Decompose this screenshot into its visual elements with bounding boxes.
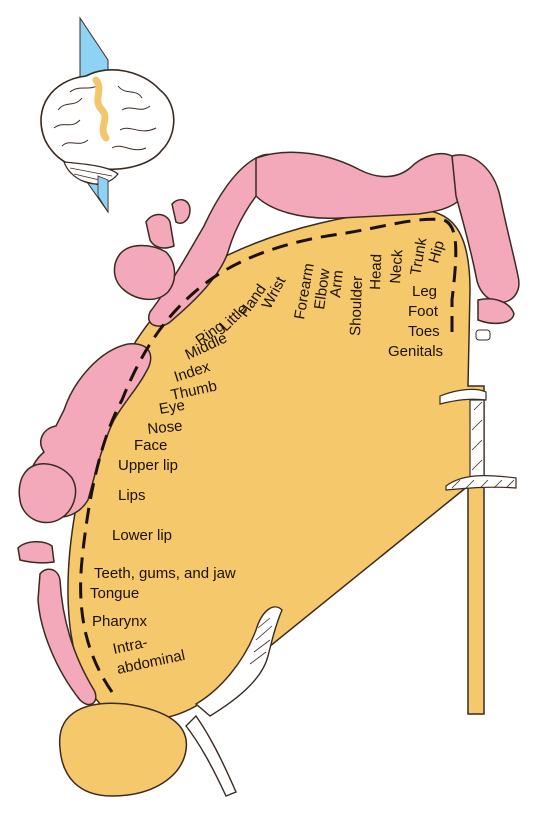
label-teeth-gums-jaw: Teeth, gums, and jaw bbox=[94, 565, 236, 582]
temporal-lobe-section bbox=[58, 702, 188, 797]
label-lips: Lips bbox=[118, 487, 146, 504]
label-upper-lip: Upper lip bbox=[118, 457, 178, 474]
homunculus-tongue-icon bbox=[37, 568, 97, 706]
homunculus-hand-icon bbox=[113, 244, 176, 301]
cortex-section bbox=[67, 209, 485, 721]
ventricle-hatching-icon bbox=[249, 617, 273, 665]
label-head: Head bbox=[367, 254, 385, 290]
label-arm: Arm bbox=[327, 269, 347, 298]
homunculus-trunk-icon bbox=[255, 151, 470, 219]
homunculus-figure bbox=[17, 151, 520, 706]
homunculus-jaw-icon bbox=[17, 541, 55, 564]
label-tongue: Tongue bbox=[90, 585, 139, 602]
label-nose: Nose bbox=[147, 417, 184, 438]
homunculus-thumb-icon bbox=[171, 199, 191, 224]
region-labels: Wrist Hand Little Ring Middle Index Thum… bbox=[90, 236, 448, 678]
homunculus-leg-icon bbox=[451, 154, 520, 303]
postcentral-gyrus-icon bbox=[92, 76, 110, 142]
homunculus-fingers-icon bbox=[145, 213, 175, 249]
ventricle-fissure bbox=[185, 606, 283, 797]
label-leg: Leg bbox=[412, 283, 437, 300]
label-hip: Hip bbox=[426, 239, 449, 265]
homunculus-lips-icon bbox=[18, 463, 77, 524]
label-genitals: Genitals bbox=[388, 343, 443, 360]
brain-inset bbox=[40, 16, 175, 214]
label-eye: Eye bbox=[158, 397, 186, 418]
medial-wall-structure bbox=[439, 388, 517, 491]
plane-lower-icon bbox=[97, 175, 109, 214]
label-neck: Neck bbox=[387, 249, 406, 285]
label-foot: Foot bbox=[408, 303, 439, 320]
label-intra: Intra- bbox=[111, 634, 149, 658]
label-face: Face bbox=[134, 437, 167, 454]
label-shoulder: Shoulder bbox=[347, 276, 366, 337]
label-toes: Toes bbox=[408, 323, 440, 340]
label-elbow: Elbow bbox=[311, 268, 334, 311]
homunculus-foot-icon bbox=[477, 298, 515, 325]
dashed-boundary-line bbox=[79, 217, 458, 693]
label-lower-lip: Lower lip bbox=[112, 527, 172, 544]
label-pharynx: Pharynx bbox=[92, 613, 148, 630]
genital-mark-icon bbox=[475, 329, 491, 341]
label-trunk: Trunk bbox=[407, 236, 430, 277]
